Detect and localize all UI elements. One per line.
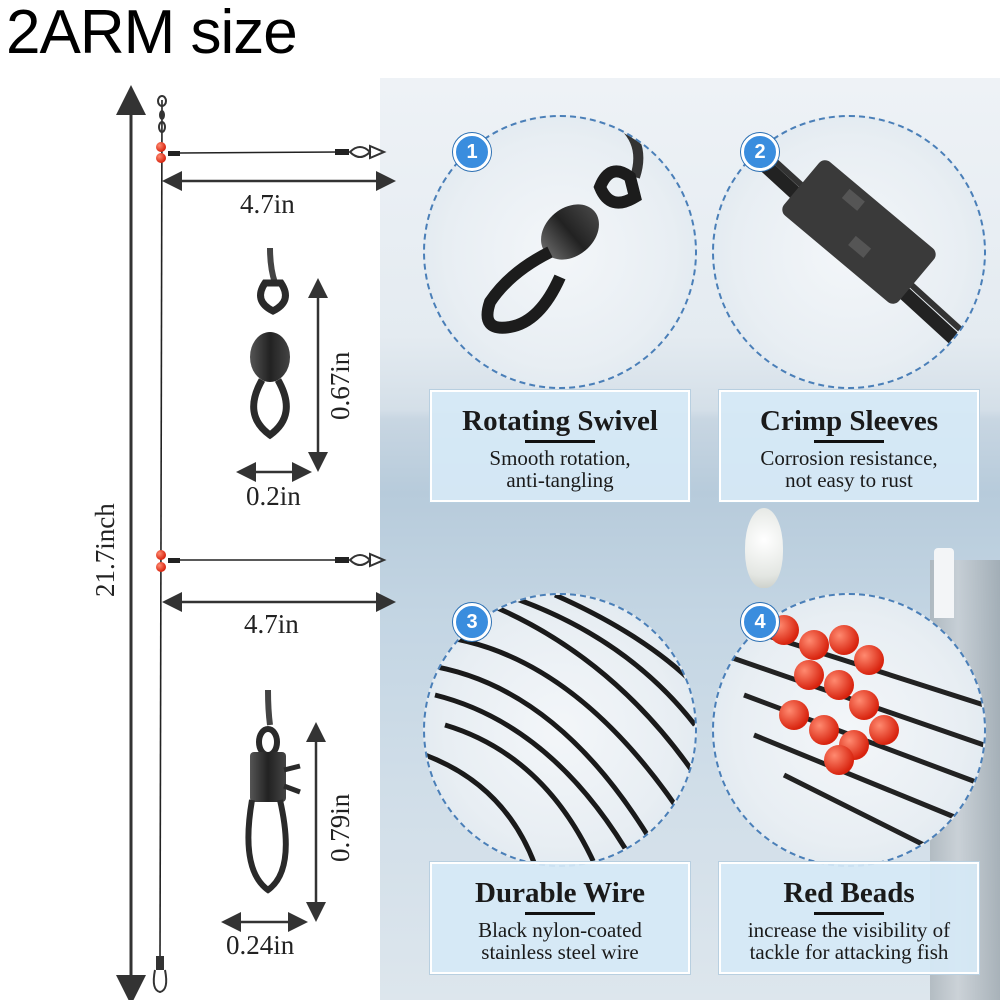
shell [745, 508, 783, 588]
crimp-sleeve-icon [729, 128, 984, 363]
total-length-label: 21.7inch [90, 503, 120, 597]
snap-detail-icon [245, 689, 301, 894]
top-swivel-icon [157, 95, 167, 133]
snap-width-label: 0.24in [226, 930, 295, 960]
title-underline [525, 912, 595, 915]
lower-arm [156, 550, 387, 572]
feature-desc-line2: stainless steel wire [481, 940, 639, 964]
feature-desc-line1: Corrosion resistance, [760, 446, 938, 470]
bottom-snap-icon [152, 956, 168, 994]
title-underline [525, 440, 595, 443]
arm-top-label: 4.7in [240, 189, 295, 219]
title-underline [814, 440, 884, 443]
arm-bottom-label: 4.7in [244, 609, 299, 639]
main-wire [159, 99, 163, 961]
feature-desc-line1: Black nylon-coated [478, 918, 642, 942]
feature-title: Crimp Sleeves [760, 405, 938, 437]
feature-card-wire: Durable Wire Black nylon-coated stainles… [430, 862, 690, 974]
feature-number-4: 4 [741, 603, 779, 641]
page-title: 2ARM size [6, 0, 298, 67]
feature-circle-wire [423, 593, 697, 867]
swivel-detail-icon [250, 247, 290, 440]
feature-title: Rotating Swivel [462, 405, 658, 437]
feature-number-3: 3 [453, 603, 491, 641]
pier-post [934, 548, 954, 618]
feature-desc-line1: Smooth rotation, [489, 446, 631, 470]
feature-desc-line2: tackle for attacking fish [749, 940, 949, 964]
rig-diagram [116, 85, 396, 1000]
feature-desc-line2: anti-tangling [506, 468, 614, 492]
feature-desc-line1: increase the visibility of [747, 918, 951, 942]
swivel-width-label: 0.2in [246, 481, 301, 511]
feature-card-beads: Red Beads increase the visibility of tac… [719, 862, 979, 974]
feature-card-swivel: Rotating Swivel Smooth rotation, anti-ta… [430, 390, 690, 502]
feature-title: Red Beads [783, 877, 915, 909]
wire-icon [425, 595, 695, 865]
feature-card-crimp: Crimp Sleeves Corrosion resistance, not … [719, 390, 979, 502]
title-underline [814, 912, 884, 915]
upper-arm [156, 142, 387, 163]
swivel-length-label: 0.67in [325, 351, 355, 420]
feature-number-1: 1 [453, 133, 491, 171]
snap-length-label: 0.79in [325, 793, 355, 862]
red-beads-icon [723, 615, 984, 858]
swivel-icon [481, 123, 644, 334]
feature-desc-line2: not easy to rust [785, 468, 913, 492]
feature-title: Durable Wire [475, 877, 645, 909]
feature-number-2: 2 [741, 133, 779, 171]
